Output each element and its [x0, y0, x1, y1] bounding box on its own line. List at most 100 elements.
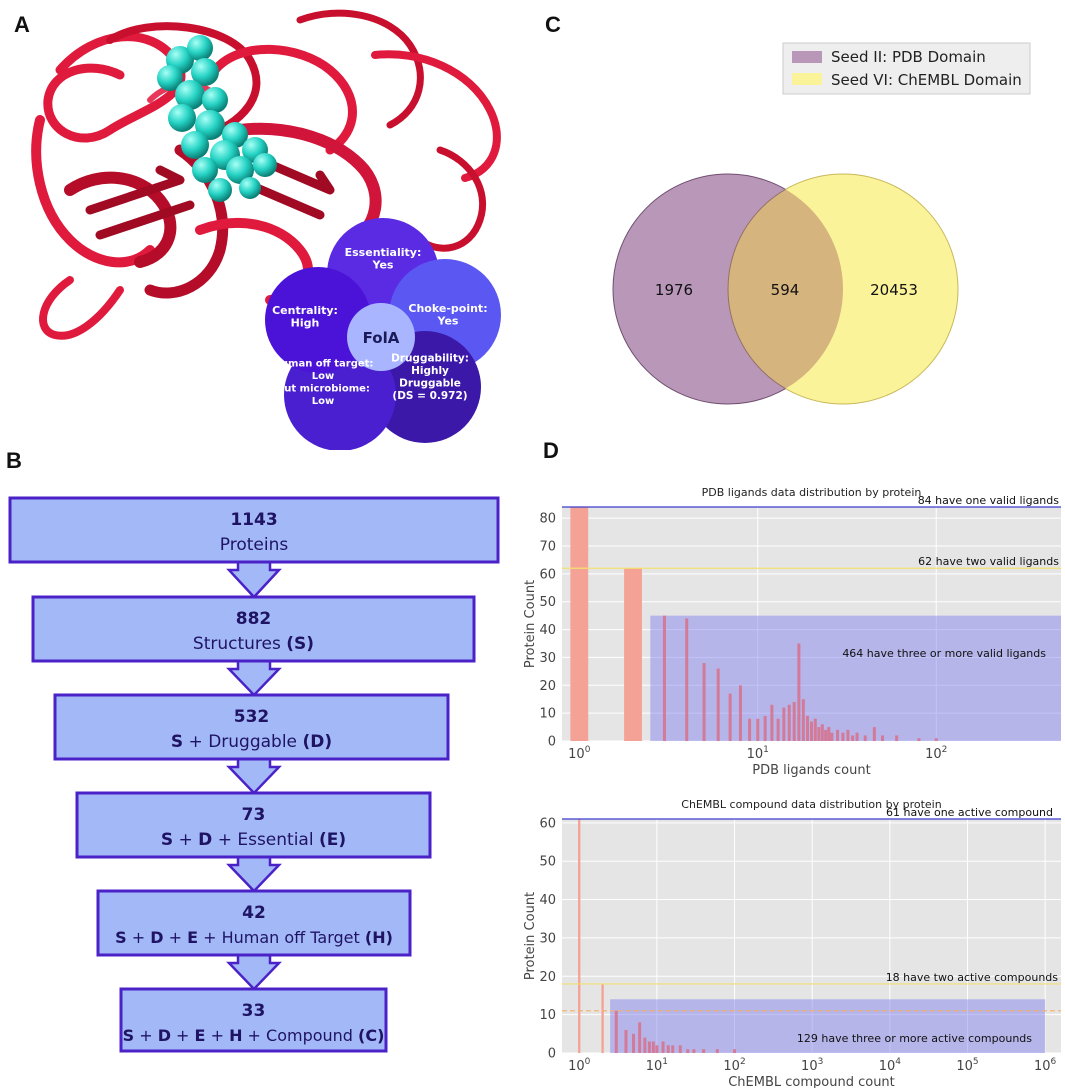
petal-text: Druggability: [391, 352, 469, 364]
flow-box [8, 496, 500, 564]
flow-label: S + D + E + H + Compound (C) [123, 1026, 385, 1045]
x-tick-exp: 1 [662, 1057, 668, 1067]
x-tick-label: 103 [801, 1057, 823, 1074]
venn-legend: Seed II: PDB Domain Seed VI: ChEMBL Doma… [782, 42, 1031, 95]
y-tick-label: 60 [539, 816, 556, 831]
panel-label-d: D [543, 438, 559, 463]
y-tick-label: 30 [539, 931, 556, 946]
y-tick-label: 60 [539, 567, 556, 582]
legend-swatch-chembl [792, 73, 822, 85]
petal-text: Low [312, 396, 334, 407]
chart-title: ChEMBL compound data distribution by pro… [681, 798, 941, 811]
histogram-bar [797, 643, 801, 741]
x-tick-base: 10 [568, 1059, 585, 1074]
flow-label-part: + [134, 1026, 158, 1045]
histogram-bar [863, 735, 867, 741]
histogram-bar [728, 693, 732, 741]
flow-label-part: (H) [365, 928, 393, 947]
histogram-bar [624, 568, 642, 741]
y-tick-label: 50 [539, 595, 556, 610]
flow-count: 33 [242, 1001, 266, 1021]
histogram-bar [763, 715, 767, 741]
flow-label-part: + [127, 928, 151, 947]
venn-count-pdb-only: 1976 [655, 281, 693, 299]
panel-label-c: C [545, 12, 561, 37]
flow-box [75, 791, 432, 859]
histogram-bar [756, 718, 760, 741]
x-tick-label: 106 [1034, 1057, 1057, 1074]
x-tick-base: 10 [747, 747, 764, 762]
flow-label-part: Proteins [220, 535, 289, 555]
flow-label: S + Druggable (D) [171, 732, 332, 752]
petal-text: (DS = 0.972) [392, 390, 467, 402]
x-tick-exp: 0 [585, 745, 591, 755]
flow-label-part: + Compound [242, 1026, 358, 1045]
histogram-bar [855, 732, 859, 741]
x-tick-exp: 2 [740, 1057, 746, 1067]
center-label: FolA [363, 329, 400, 347]
flow-label-part: E [195, 1026, 206, 1045]
histogram-bar [872, 727, 876, 741]
flow-box [31, 595, 476, 663]
panel-label-b: B [6, 448, 22, 473]
plot-area [562, 819, 1061, 1053]
y-tick-label: 20 [539, 970, 556, 985]
y-tick-label: 10 [539, 1008, 556, 1023]
flow-count: 73 [242, 805, 266, 825]
histogram-bar [643, 1037, 647, 1053]
flow-label-part: D [198, 830, 212, 850]
x-tick-exp: 1 [763, 745, 769, 755]
panel-label-a: A [14, 12, 30, 37]
y-tick-label: 80 [539, 512, 556, 527]
range-highlight [650, 615, 1061, 741]
petal-centrality [265, 267, 371, 373]
y-tick-label: 50 [539, 855, 556, 870]
x-tick-exp: 4 [895, 1057, 901, 1067]
flow-label: S + D + Essential (E) [161, 830, 346, 850]
histogram-bar [662, 615, 666, 741]
histogram-bar [917, 738, 921, 741]
flow-label-part: H [229, 1026, 242, 1045]
histogram-bar [776, 718, 780, 741]
x-tick-exp: 2 [942, 745, 948, 755]
y-axis-label: Protein Count [523, 892, 538, 980]
histogram-bar [692, 1049, 696, 1053]
flow-label-part: + [171, 1026, 195, 1045]
histogram-bar [806, 715, 810, 741]
histogram-bar [578, 819, 581, 1053]
x-tick-exp: 5 [973, 1057, 979, 1067]
flow-label: Proteins [220, 535, 289, 555]
histogram-bar [651, 1041, 655, 1053]
y-tick-label: 30 [539, 651, 556, 666]
flow-box [53, 693, 450, 761]
venn-count-chembl-only: 20453 [870, 281, 918, 299]
histogram-bar [841, 732, 845, 741]
chart-annotation: 129 have three or more active compounds [797, 1032, 1032, 1045]
property-flower[interactable]: Essentiality:YesChoke-point:YesDruggabil… [265, 218, 501, 450]
histogram-bar [817, 727, 821, 741]
flow-label-part: (C) [358, 1026, 384, 1045]
legend-swatch-pdb [792, 51, 822, 63]
histogram-bar [655, 1045, 659, 1053]
histogram-bar [813, 718, 817, 741]
flow-box [119, 987, 388, 1053]
legend-label-chembl: Seed VI: ChEMBL Domain [831, 71, 1022, 89]
flow-label-part: Structures [193, 634, 286, 654]
flow-label-part: S [123, 1026, 135, 1045]
x-tick-label: 100 [568, 745, 591, 762]
y-tick-label: 10 [539, 707, 556, 722]
histogram-bar [881, 735, 885, 741]
petal-text: Highly [411, 365, 449, 377]
y-tick-label: 40 [539, 893, 556, 908]
venn-overlap [727, 174, 843, 404]
flow-arrow [226, 560, 282, 599]
petal-text: Gut microbiome: [276, 383, 370, 394]
flow-box [96, 889, 412, 957]
histogram-bar [733, 1049, 737, 1053]
histogram-bar [702, 1049, 706, 1053]
ligand-spheres [157, 35, 277, 202]
x-tick-label: 104 [879, 1057, 902, 1074]
flow-label: S + D + E + Human off Target (H) [115, 928, 393, 947]
